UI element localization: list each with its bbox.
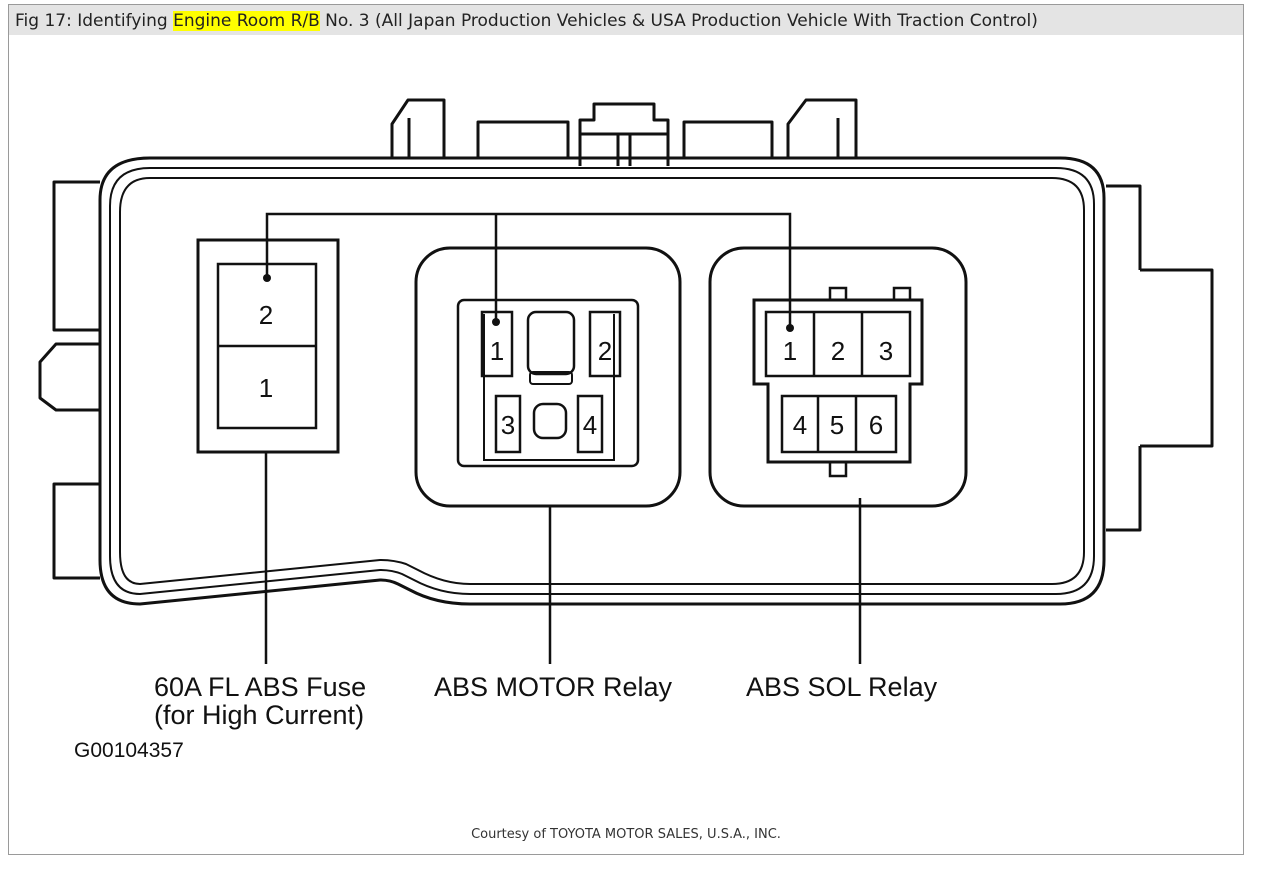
right-connector: [1140, 268, 1214, 448]
sol-relay-terminal-1: 1: [783, 336, 797, 366]
abs-sol-relay: 1 2 3 4 5 6: [708, 246, 968, 508]
relay-block-housing: [98, 156, 1106, 606]
figure-frame: Fig 17: Identifying Engine Room R/B No. …: [8, 4, 1244, 855]
left-tab-bottom: [52, 482, 100, 580]
sol-relay-terminal-4: 4: [793, 410, 807, 440]
relay-block-housing-inner-2: [119, 177, 1085, 585]
figure-code: G00104357: [74, 739, 184, 762]
sol-relay-terminal-6: 6: [869, 410, 883, 440]
sol-relay-terminal-dot: [786, 324, 794, 332]
sol-relay-terminal-3: 3: [879, 336, 893, 366]
motor-relay-terminal-3: 3: [501, 410, 515, 440]
fuse-label-line1: 60A FL ABS Fuse: [154, 672, 366, 702]
fuse-terminal-2: 2: [259, 300, 273, 330]
relay-block-housing-inner: [109, 167, 1095, 595]
terminal-connection-wire: [265, 212, 792, 328]
caption-highlight: Engine Room R/B: [173, 11, 320, 31]
motor-relay-label: ABS MOTOR Relay: [434, 672, 673, 702]
fuse-label-line2: (for High Current): [154, 700, 364, 730]
left-tab-top: [52, 180, 100, 332]
right-tab-upper: [1106, 184, 1142, 270]
fuse-terminal-1: 1: [259, 373, 273, 403]
caption-suffix: No. 3 (All Japan Production Vehicles & U…: [319, 11, 1038, 31]
top-connector-left: [390, 98, 446, 158]
caption-prefix: Fig 17: Identifying: [15, 11, 174, 31]
abs-fuse: 2 1: [196, 238, 340, 454]
motor-relay-terminal-2: 2: [598, 336, 612, 366]
motor-relay-terminal-4: 4: [583, 410, 597, 440]
top-connector-mid-left: [476, 120, 570, 158]
figure-caption: Fig 17: Identifying Engine Room R/B No. …: [9, 5, 1243, 35]
sol-relay-terminal-2: 2: [831, 336, 845, 366]
fuse-terminal-dot: [263, 274, 271, 282]
sol-relay-label: ABS SOL Relay: [746, 672, 938, 702]
motor-relay-terminal-dot: [492, 318, 500, 326]
right-tab-lower: [1106, 446, 1142, 532]
top-connector-mid-right: [682, 120, 774, 158]
top-connector-right: [786, 98, 858, 158]
left-tab-mid: [38, 342, 100, 412]
abs-motor-relay: 1 2 3 4: [414, 246, 682, 508]
courtesy-note: Courtesy of TOYOTA MOTOR SALES, U.S.A., …: [471, 827, 781, 842]
top-connector-center: [578, 102, 670, 166]
motor-relay-terminal-1: 1: [490, 336, 504, 366]
sol-relay-terminal-5: 5: [830, 410, 844, 440]
